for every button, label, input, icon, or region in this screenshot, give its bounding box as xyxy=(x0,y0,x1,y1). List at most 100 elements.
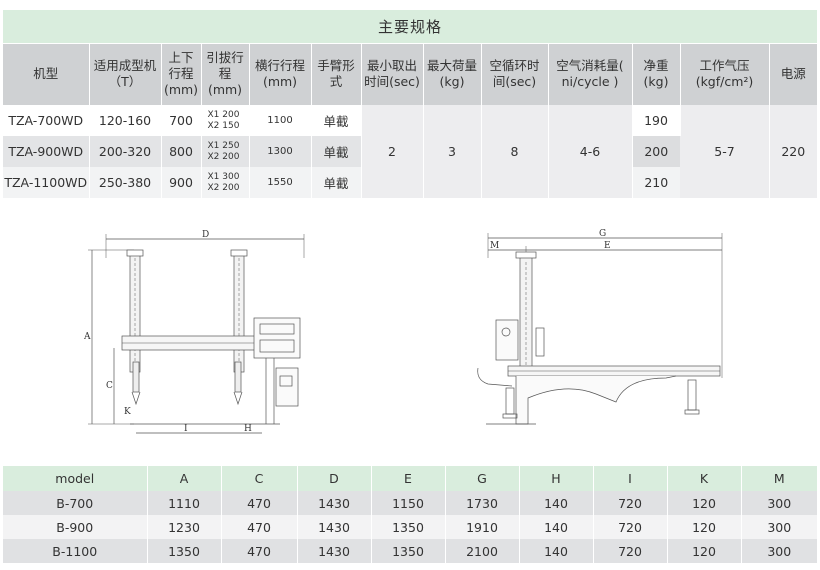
cell: 140 xyxy=(519,539,594,563)
table-row: B-700 1110 470 1430 1150 1730 140 720 12… xyxy=(3,491,817,515)
table-row: TZA-700WD 120-160 700 X1 200 X2 150 1100… xyxy=(3,105,818,198)
cell: 1730 xyxy=(445,491,520,515)
cell-stroke: X1 250 X2 200 xyxy=(201,136,250,167)
header-cell: E xyxy=(371,466,446,491)
cell: 1110 xyxy=(147,491,222,515)
cell-arm: 单截 xyxy=(311,136,362,167)
header-cell: 工作气压(kgf/cm²) xyxy=(680,43,770,105)
cell: 1350 xyxy=(371,515,446,539)
cell: 720 xyxy=(593,491,668,515)
cell-dry-cycle: 8 xyxy=(481,105,549,198)
cell: B-700 xyxy=(3,491,148,515)
cell: 1350 xyxy=(371,539,446,563)
right-gripper xyxy=(234,361,242,393)
model-dimension-table: model A C D E G H I K M B-700 1110 470 1… xyxy=(3,466,817,563)
cell: 720 xyxy=(593,515,668,539)
header-cell: 手臂形式 xyxy=(311,43,362,105)
header-cell: 空循环时间(sec) xyxy=(481,43,549,105)
stroke-x1: X1 250 xyxy=(207,140,240,151)
cell-vertical: 800 xyxy=(161,136,202,167)
table-row: TZA-1100WD 250-380 900 X1 300 X2 200 155… xyxy=(3,167,817,198)
label-e: E xyxy=(604,241,611,251)
cell-model: TZA-900WD xyxy=(3,136,90,167)
cell: 1230 xyxy=(147,515,222,539)
table-row: B-1100 1350 470 1430 1350 2100 140 720 1… xyxy=(3,539,817,563)
label-k: K xyxy=(124,407,131,417)
cell: 1430 xyxy=(297,539,372,563)
cell-weight: 210 xyxy=(631,167,680,198)
cell-weight: 200 xyxy=(631,136,680,167)
spec-table: 主要规格 机型 适用成型机（T） 上下行程(mm) 引拔行程(mm) 横行行程(… xyxy=(3,10,818,198)
header-cell: D xyxy=(297,466,372,491)
cell: 470 xyxy=(221,539,298,563)
label-d: D xyxy=(202,230,209,240)
stroke-x1: X1 300 xyxy=(207,171,240,182)
cell-power: 220 xyxy=(769,105,818,198)
label-h: H xyxy=(244,424,252,434)
header-cell: 空气消耗量( ni/cycle ) xyxy=(548,43,633,105)
table-row: B-900 1230 470 1430 1350 1910 140 720 12… xyxy=(3,515,817,539)
cell: 1150 xyxy=(371,491,446,515)
spec-table-header: 机型 适用成型机（T） 上下行程(mm) 引拔行程(mm) 横行行程(mm) 手… xyxy=(3,43,818,105)
cell-vertical: 900 xyxy=(161,167,202,198)
cell: 1350 xyxy=(147,539,222,563)
side-view-drawing: G M E xyxy=(477,229,723,425)
cell: 470 xyxy=(221,491,298,515)
cell-arm: 单截 xyxy=(311,105,362,136)
right-leg xyxy=(687,379,697,411)
label-g: G xyxy=(599,229,606,239)
header-cell: M xyxy=(741,466,817,491)
header-cell: 最大荷量(kg) xyxy=(423,43,482,105)
header-cell: 上下行程(mm) xyxy=(161,43,202,105)
base-box xyxy=(275,367,299,407)
cell: 140 xyxy=(519,491,594,515)
control-box xyxy=(253,317,301,359)
header-cell: 横行行程(mm) xyxy=(249,43,312,105)
cell: 120 xyxy=(667,515,742,539)
cell-machine: 250-380 xyxy=(89,167,162,198)
cell: 120 xyxy=(667,539,742,563)
cell-traverse: 1100 xyxy=(249,105,312,136)
header-cell: 引拔行程(mm) xyxy=(201,43,250,105)
cell-weight: 190 xyxy=(631,105,681,136)
header-cell: G xyxy=(445,466,520,491)
cell: 2100 xyxy=(445,539,520,563)
label-a: A xyxy=(84,332,91,342)
model-table-header: model A C D E G H I K M xyxy=(3,466,817,491)
cell-machine: 120-160 xyxy=(89,105,162,136)
table-row: TZA-900WD 200-320 800 X1 250 X2 200 1300… xyxy=(3,136,817,167)
support-base xyxy=(515,375,677,425)
cell-min-takeout: 2 xyxy=(361,105,424,198)
cell: 1430 xyxy=(297,515,372,539)
stroke-x2: X2 200 xyxy=(207,182,240,193)
header-cell: A xyxy=(147,466,222,491)
cell-air-consumption: 4-6 xyxy=(548,105,633,198)
cell: 1910 xyxy=(445,515,520,539)
cell: 1430 xyxy=(297,491,372,515)
label-i: I xyxy=(184,424,188,434)
cell-arm: 单截 xyxy=(311,167,362,198)
cell: 300 xyxy=(741,491,817,515)
cell: 470 xyxy=(221,515,298,539)
header-cell: 净重(kg) xyxy=(632,43,681,105)
cell-stroke: X1 300 X2 200 xyxy=(201,167,250,198)
header-cell: 机型 xyxy=(3,43,90,105)
cell: 720 xyxy=(593,539,668,563)
cell: 300 xyxy=(741,539,817,563)
cell-traverse: 1550 xyxy=(249,167,312,198)
cell: 120 xyxy=(667,491,742,515)
cell: 140 xyxy=(519,515,594,539)
cell-model: TZA-1100WD xyxy=(3,167,90,198)
cell-model: TZA-700WD xyxy=(3,105,90,136)
cell-traverse: 1300 xyxy=(249,136,312,167)
stroke-x2: X2 200 xyxy=(207,151,240,162)
header-cell: 适用成型机（T） xyxy=(89,43,162,105)
cell-vertical: 700 xyxy=(161,105,202,136)
header-cell: K xyxy=(667,466,742,491)
spec-table-title: 主要规格 xyxy=(3,10,818,44)
stroke-x1: X1 200 xyxy=(207,109,240,120)
header-cell: C xyxy=(221,466,298,491)
header-cell: H xyxy=(519,466,594,491)
cell: B-900 xyxy=(3,515,148,539)
header-cell: 最小取出时间(sec) xyxy=(361,43,424,105)
